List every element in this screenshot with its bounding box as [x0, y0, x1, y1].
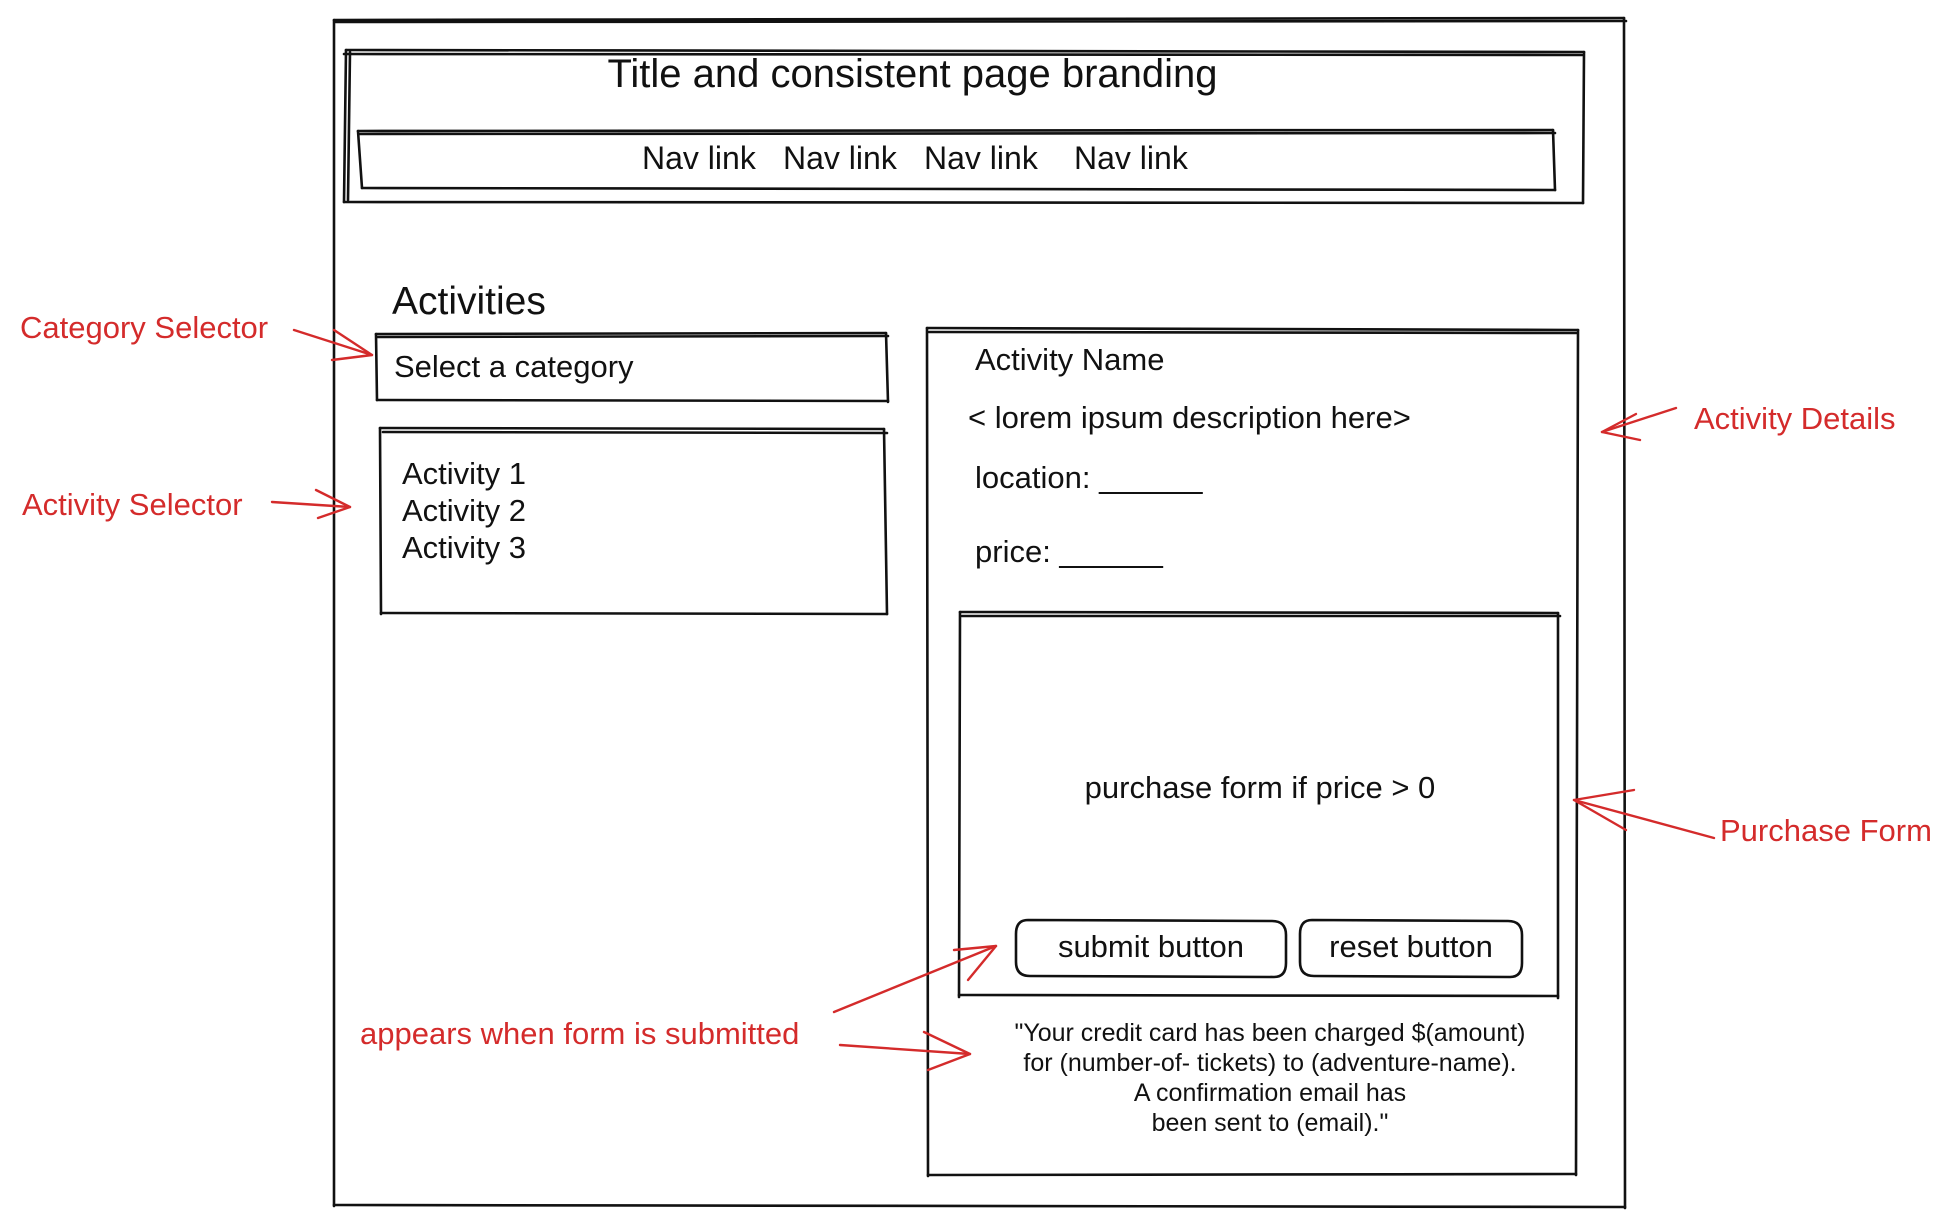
activity-location: location: ______	[975, 460, 1203, 495]
purchase-form-box	[957, 610, 1562, 1000]
annotation-category-selector: Category Selector	[20, 310, 269, 345]
nav-link-1[interactable]: Nav link	[642, 140, 756, 176]
confirmation-line-3: A confirmation email has	[1133, 1079, 1407, 1107]
annotation-appears-when-submitted: appears when form is submitted	[360, 1016, 800, 1051]
nav-link-2[interactable]: Nav link	[783, 140, 897, 176]
activity-list-item-2[interactable]: Activity 2	[402, 493, 527, 528]
nav-link-4[interactable]: Nav link	[1074, 140, 1188, 176]
reset-button[interactable]: reset button	[1329, 929, 1493, 964]
category-select-box	[374, 331, 890, 404]
activity-name: Activity Name	[975, 342, 1165, 377]
annotation-activity-selector: Activity Selector	[22, 487, 243, 522]
confirmation-line-4: been sent to (email)."	[1151, 1109, 1389, 1137]
nav-link-3[interactable]: Nav link	[924, 140, 1038, 176]
confirmation-line-2: for (number-of- tickets) to (adventure-n…	[1023, 1049, 1517, 1077]
annotation-purchase-form: Purchase Form	[1720, 813, 1932, 848]
nav-box	[356, 128, 1557, 192]
activity-description: < lorem ipsum description here>	[968, 400, 1411, 435]
category-select[interactable]: Select a category	[394, 349, 634, 384]
confirmation-line-1: "Your credit card has been charged $(amo…	[1014, 1019, 1526, 1047]
annotation-arrows	[270, 328, 1716, 1072]
submit-button[interactable]: submit button	[1057, 929, 1245, 964]
activity-price: price: ______	[975, 534, 1163, 569]
confirmation-message: "Your credit card has been charged $(amo…	[950, 1018, 1590, 1138]
activity-list-item-1[interactable]: Activity 1	[402, 456, 527, 491]
reset-button-outline	[1298, 918, 1524, 979]
annotation-activity-details: Activity Details	[1694, 401, 1896, 436]
page-title: Title and consistent page branding	[607, 52, 1218, 96]
purchase-form-text: purchase form if price > 0	[1084, 770, 1436, 805]
activity-list-item-3[interactable]: Activity 3	[402, 530, 527, 565]
submit-button-outline	[1014, 918, 1288, 979]
activities-heading: Activities	[392, 280, 546, 323]
activity-list-box	[378, 426, 889, 616]
page-frame	[332, 16, 1628, 1210]
header-box	[342, 48, 1586, 205]
